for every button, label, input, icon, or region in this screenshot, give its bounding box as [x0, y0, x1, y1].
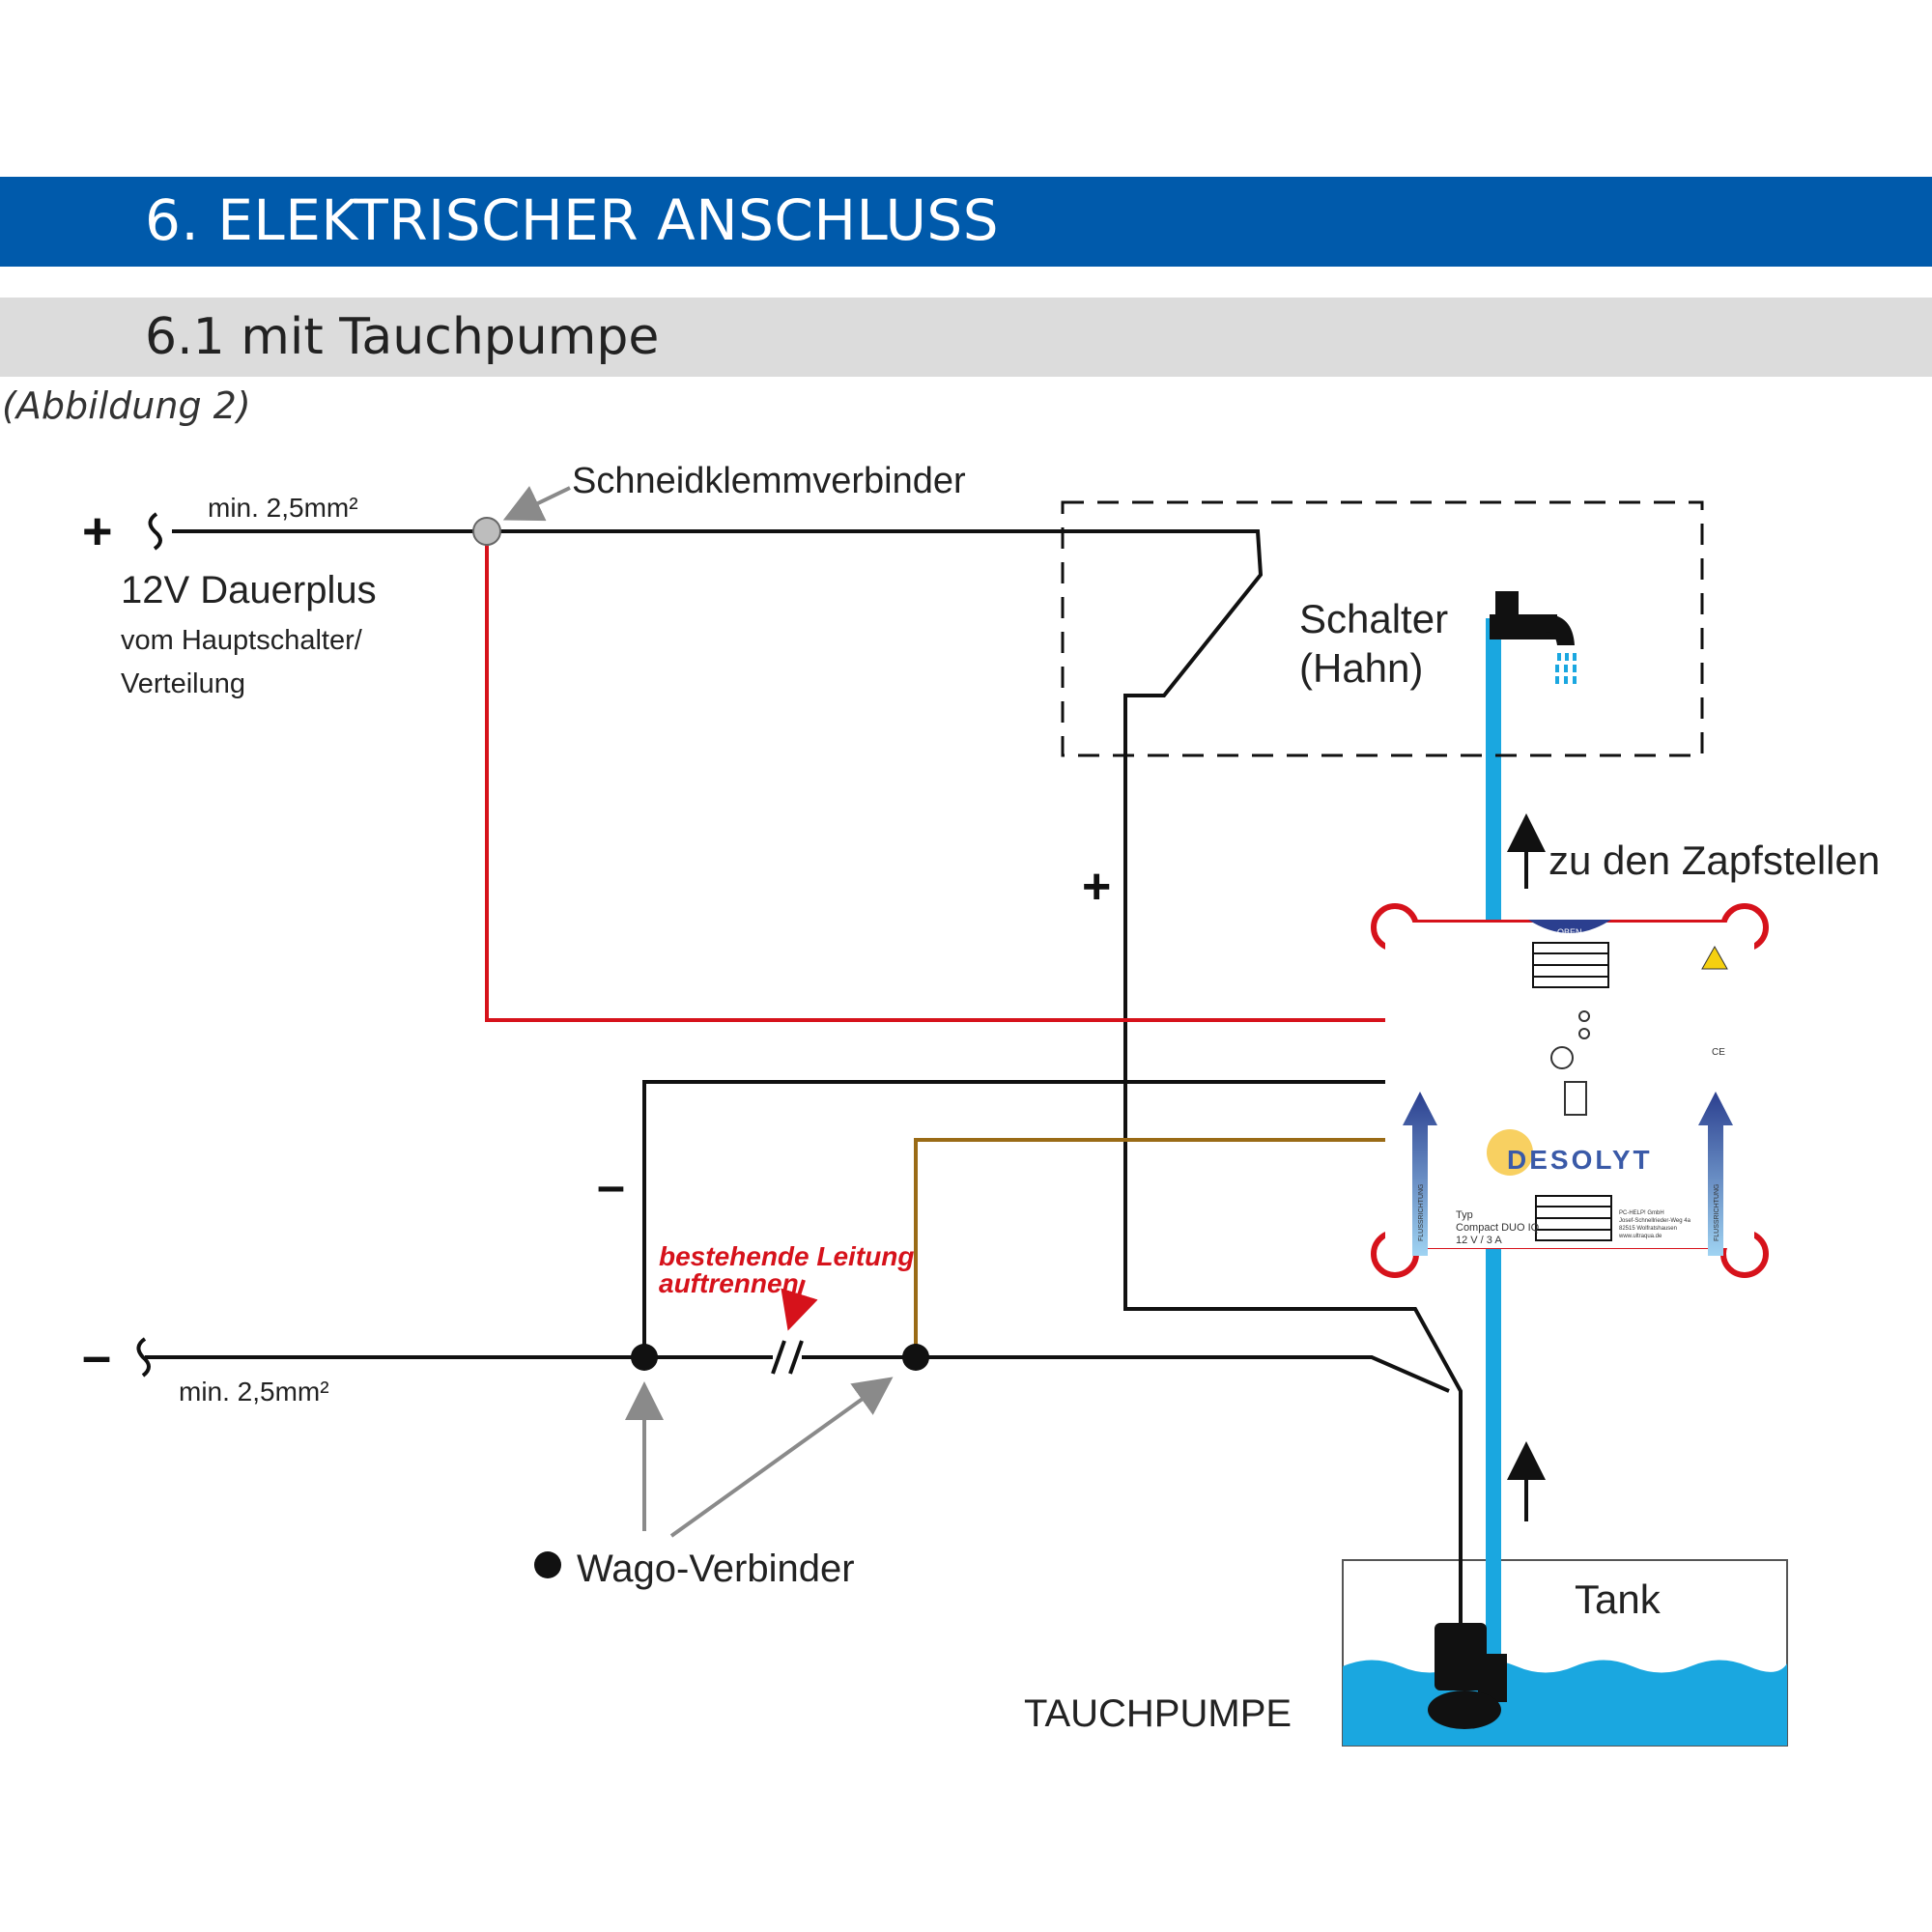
top-tab-label: OBEN [1557, 927, 1582, 937]
brown-wire [914, 1138, 1389, 1357]
connector-arrow [502, 486, 571, 522]
ground-wire-right [802, 1355, 1450, 1393]
flow-label-right: FLUSSRICHTUNG [1714, 1183, 1720, 1241]
tap-icon [1490, 591, 1577, 684]
supply-title: 12V Dauerplus [121, 569, 377, 611]
tank: Tank [1342, 1559, 1788, 1747]
flow-label-left: FLUSSRICHTUNG [1418, 1183, 1425, 1241]
device-vent-top [1532, 942, 1609, 988]
tank-water [1343, 1660, 1787, 1746]
minus-terminal-icon [136, 1337, 151, 1378]
switch-label-2: (Hahn) [1299, 645, 1423, 691]
buzzer-icon [1550, 1046, 1574, 1069]
device-vent-bottom [1535, 1195, 1612, 1241]
wire-plus-label: + [1082, 859, 1111, 915]
subsection-title: 6.1 mit Tauchpumpe [145, 308, 660, 366]
wago-dot-2 [902, 1344, 929, 1371]
wago-dot-1 [631, 1344, 658, 1371]
connector-dot [472, 517, 501, 546]
cut-mark [771, 1340, 804, 1375]
cut-note-1: bestehende Leitung [659, 1241, 914, 1271]
maker-line-3: 82515 Wolfratshausen [1619, 1226, 1677, 1232]
pump-icon [1428, 1623, 1507, 1729]
wire-minus-label: – [597, 1158, 625, 1214]
pump-label: TAUCHPUMPE [1024, 1692, 1292, 1735]
supply-line-2: Verteilung [121, 668, 245, 699]
supply-minus-symbol: – [82, 1327, 111, 1385]
switch-box [1061, 500, 1704, 757]
connector-label: Schneidklemmverbinder [572, 461, 966, 501]
led-icon [1578, 1010, 1590, 1022]
brand-logo: DESOLYT [1507, 1145, 1653, 1175]
maker-line-1: PC-HELP! GmbH [1619, 1210, 1664, 1216]
flow-arrow-right-icon [1698, 1092, 1733, 1256]
wago-legend-dot [534, 1551, 561, 1578]
switch-label-1: Schalter [1299, 596, 1448, 641]
maker-line-4: www.ultraqua.de [1618, 1234, 1662, 1239]
outlet-label: zu den Zapfstellen [1548, 838, 1880, 883]
warning-icon [1701, 945, 1728, 970]
figure-caption: (Abbildung 2) [2, 384, 251, 427]
plus-terminal-icon [148, 512, 162, 551]
type-line-3: 12 V / 3 A [1456, 1235, 1502, 1246]
section-title: 6. ELEKTRISCHER ANSCHLUSS [145, 187, 1000, 253]
supply-plus-symbol: + [82, 502, 113, 560]
sun-logo-icon [1487, 1129, 1533, 1176]
wago-label: Wago-Verbinder [577, 1548, 855, 1590]
type-line-2: Compact DUO IQ [1456, 1222, 1540, 1234]
cable-size-bottom: min. 2,5mm² [179, 1377, 329, 1406]
cut-note-arrow [781, 1279, 818, 1331]
tank-label: Tank [1575, 1577, 1662, 1622]
type-line-1: Typ [1456, 1209, 1473, 1221]
top-tab [1528, 920, 1611, 933]
cable-size-top: min. 2,5mm² [208, 493, 358, 523]
maker-line-2: Josef-Schnellrieder-Weg 4a [1619, 1218, 1691, 1224]
cut-note-2: auftrennen [659, 1268, 799, 1298]
subsection-banner: 6.1 mit Tauchpumpe [0, 298, 1932, 377]
wago-arrow-2 [669, 1377, 894, 1538]
flow-arrow-left-icon [1403, 1092, 1437, 1256]
permanent-switch-icon [1564, 1081, 1587, 1116]
ce-mark: CE [1712, 1047, 1725, 1058]
supply-line-1: vom Hauptschalter/ [121, 625, 363, 656]
led-icon [1578, 1028, 1590, 1039]
desolyt-device: OBEN CE FLUSSRICHTUNG FLUSSRICHTUNG DESO… [1371, 903, 1769, 1278]
red-wire [485, 531, 1389, 1022]
plus-wire [172, 529, 1463, 1662]
section-banner: 6. ELEKTRISCHER ANSCHLUSS [0, 177, 1932, 267]
minus-wire [642, 1080, 1389, 1357]
